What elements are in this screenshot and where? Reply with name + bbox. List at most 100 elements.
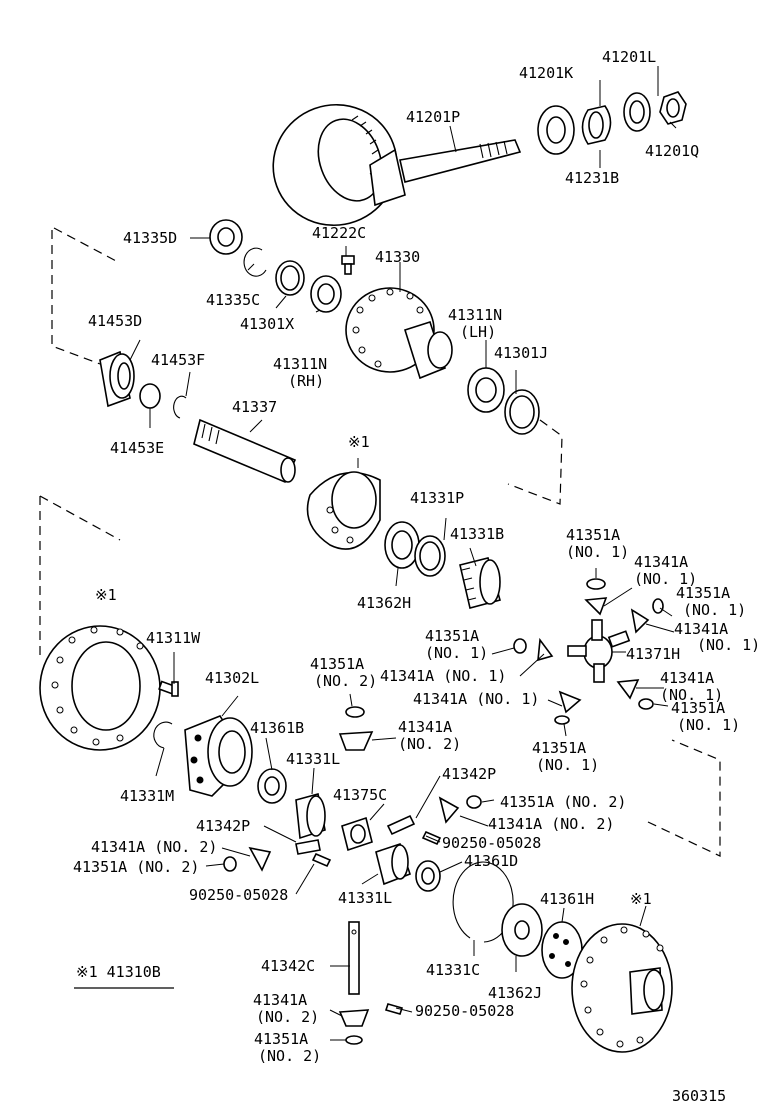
ring-gear-and-pinion xyxy=(272,103,522,227)
washer-41361D xyxy=(415,860,441,892)
label-41342P-a: 41342P xyxy=(442,765,496,783)
label-41331C: 41331C xyxy=(426,961,480,979)
label-note-legend: ※1 41310B xyxy=(76,963,161,981)
label-41335D: 41335D xyxy=(123,229,177,247)
label-41341A-f: 41341A xyxy=(398,718,452,736)
label-41453E: 41453E xyxy=(110,439,164,457)
label-41342C: 41342C xyxy=(261,957,315,975)
label-41311N-rh: 41311N xyxy=(273,355,327,373)
pin-41342P-upper xyxy=(386,814,416,836)
label-90250-c: 90250-05028 xyxy=(415,1002,514,1020)
shaft-41337 xyxy=(193,418,297,484)
washer-41453E xyxy=(139,383,161,409)
label-41331P: 41331P xyxy=(410,489,464,507)
label-note1-right: ※1 xyxy=(630,890,652,908)
label-no2-a: (NO. 2) xyxy=(314,672,377,690)
label-41351A-g: 41351A (NO. 2) xyxy=(500,793,626,811)
needle-bearing-41453D xyxy=(99,350,135,408)
side-gear-41331B xyxy=(459,557,501,609)
bearing-41335D xyxy=(209,219,243,255)
label-no2-c: (NO. 2) xyxy=(256,1008,319,1026)
label-41311N-lh: 41311N xyxy=(448,306,502,324)
washer-no2-right xyxy=(466,795,482,809)
label-no2-b: (NO. 2) xyxy=(398,735,461,753)
case-41302L xyxy=(184,715,253,797)
bearing-41311N-lh xyxy=(467,367,505,413)
illustration-number: 360315 xyxy=(672,1087,726,1105)
label-41335C: 41335C xyxy=(206,291,260,309)
washer-no2-bottom xyxy=(345,1035,363,1045)
label-41201Q: 41201Q xyxy=(645,142,699,160)
pinion-no2-right xyxy=(438,796,460,824)
label-41453F: 41453F xyxy=(151,351,205,369)
snap-ring-41335C xyxy=(243,247,267,277)
label-no1-c: (NO. 1) xyxy=(683,601,746,619)
diff-case-right xyxy=(571,923,673,1053)
snap-ring-41453F xyxy=(173,395,187,419)
spider-41371H xyxy=(567,619,631,683)
label-41341A-d: 41341A xyxy=(660,669,714,687)
leader-lines xyxy=(129,66,677,1041)
label-41341A-g: 41341A (NO. 2) xyxy=(488,815,614,833)
label-lh: (LH) xyxy=(460,323,496,341)
label-41301J: 41301J xyxy=(494,344,548,362)
housing-41330 xyxy=(345,287,453,380)
label-41341A-e: 41341A (NO. 1) xyxy=(413,690,539,708)
label-41351A-i: 41351A xyxy=(254,1030,308,1048)
thrust-washer-41362H xyxy=(384,521,420,569)
label-41351A-d: 41351A xyxy=(310,655,364,673)
part-labels: 41201L 41201K 41201P 41201Q 41231B 41335… xyxy=(73,48,760,1105)
label-rh: (RH) xyxy=(288,372,324,390)
label-41375C: 41375C xyxy=(333,786,387,804)
label-note1-left: ※1 xyxy=(95,586,117,604)
label-41341A-h: 41341A (NO. 2) xyxy=(91,838,217,856)
label-41362J: 41362J xyxy=(488,984,542,1002)
shaft-41342C xyxy=(348,921,360,995)
pinion-washers-no1 xyxy=(513,578,664,725)
washer-no2-left xyxy=(223,856,237,872)
label-41311W: 41311W xyxy=(146,629,201,647)
label-41342P-b: 41342P xyxy=(196,817,250,835)
label-41361B: 41361B xyxy=(250,719,304,737)
block-41375C xyxy=(341,816,373,852)
label-41222C: 41222C xyxy=(312,224,366,242)
washer-41331P xyxy=(414,535,446,577)
label-41341A-i: 41341A xyxy=(253,991,307,1009)
assembly-dashed-lines xyxy=(39,227,721,857)
side-gear-41331L-upper xyxy=(295,793,326,840)
pinion-no2-bottom xyxy=(338,1009,370,1027)
pin-41342P-lower xyxy=(295,839,321,855)
bearing-41201L xyxy=(623,92,651,132)
label-41337: 41337 xyxy=(232,398,277,416)
label-41351A-h: 41351A (NO. 2) xyxy=(73,858,199,876)
label-41302L: 41302L xyxy=(205,669,259,687)
label-41362H: 41362H xyxy=(357,594,411,612)
bearing-41201K xyxy=(537,105,575,155)
label-no1-d: (NO. 1) xyxy=(425,644,488,662)
bolt-41311W xyxy=(158,680,179,697)
seal-41301X xyxy=(275,260,305,296)
label-41341A-c: 41341A (NO. 1) xyxy=(380,667,506,685)
bolt-41222C xyxy=(341,255,355,275)
seal-41301J xyxy=(504,389,540,435)
label-90250-a: 90250-05028 xyxy=(442,834,541,852)
label-41371H: 41371H xyxy=(626,645,680,663)
washer-no2-upper xyxy=(345,706,365,718)
label-note1-top: ※1 xyxy=(348,433,370,451)
label-no1-e: (NO. 1) xyxy=(697,636,760,654)
label-41331L-a: 41331L xyxy=(286,750,340,768)
label-41351A-f: 41351A xyxy=(532,739,586,757)
label-41201L: 41201L xyxy=(602,48,656,66)
label-no2-d: (NO. 2) xyxy=(258,1047,321,1065)
label-41351A-e: 41351A xyxy=(671,699,725,717)
label-41201K: 41201K xyxy=(519,64,573,82)
label-41331L-b: 41331L xyxy=(338,889,392,907)
pinion-no2-upper xyxy=(338,731,374,751)
snap-ring-41331M xyxy=(153,721,173,749)
label-no1-a: (NO. 1) xyxy=(566,543,629,561)
label-41301X: 41301X xyxy=(240,315,294,333)
label-41201P: 41201P xyxy=(406,108,460,126)
label-41331B: 41331B xyxy=(450,525,504,543)
label-no1-b: (NO. 1) xyxy=(634,570,697,588)
